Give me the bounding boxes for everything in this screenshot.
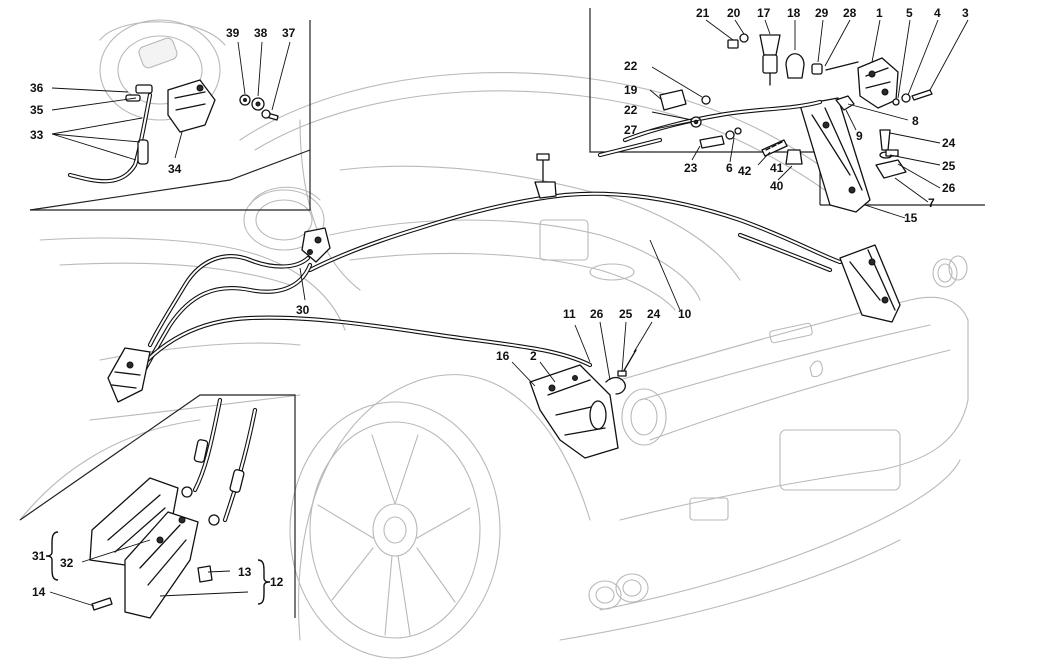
callout-12: 12 xyxy=(270,575,284,589)
callout-26-a: 26 xyxy=(942,181,956,195)
callout-leaders xyxy=(49,19,969,607)
callout-39: 39 xyxy=(226,26,240,40)
callout-3: 3 xyxy=(962,6,969,20)
callout-27: 27 xyxy=(624,123,638,137)
cable-clip-assembly xyxy=(534,153,557,199)
callout-34: 34 xyxy=(168,162,182,176)
callout-labels: 1 2 3 4 5 6 7 8 9 10 11 12 13 14 15 16 1… xyxy=(30,6,969,599)
callout-17: 17 xyxy=(757,6,771,20)
callout-20: 20 xyxy=(727,6,741,20)
callout-14: 14 xyxy=(32,585,46,599)
callout-25-a: 25 xyxy=(942,159,956,173)
callout-2: 2 xyxy=(530,349,537,363)
inset-release-levers xyxy=(19,394,296,619)
callout-13: 13 xyxy=(238,565,252,579)
callout-22-b: 22 xyxy=(624,103,638,117)
callout-31: 31 xyxy=(32,549,46,563)
callout-33: 33 xyxy=(30,128,44,142)
rear-latch-bracket xyxy=(839,244,901,323)
callout-37: 37 xyxy=(282,26,296,40)
callout-18: 18 xyxy=(787,6,801,20)
callout-32: 32 xyxy=(60,556,74,570)
callout-24-a: 24 xyxy=(942,136,956,150)
callout-8: 8 xyxy=(912,114,919,128)
callout-16: 16 xyxy=(496,349,510,363)
callout-29: 29 xyxy=(815,6,829,20)
inset-fuel-door-release xyxy=(29,19,311,211)
callout-9: 9 xyxy=(856,129,863,143)
callout-22-a: 22 xyxy=(624,59,638,73)
fuel-flap-latch xyxy=(301,227,331,263)
inset-rear-lid-latch xyxy=(589,8,985,213)
callout-25-b: 25 xyxy=(619,307,633,321)
callout-36: 36 xyxy=(30,81,44,95)
callout-26-b: 26 xyxy=(590,307,604,321)
lower-latch-assembly xyxy=(529,349,637,459)
callout-6: 6 xyxy=(726,161,733,175)
callout-19: 19 xyxy=(624,83,638,97)
callout-38: 38 xyxy=(254,26,268,40)
callout-30: 30 xyxy=(296,303,310,317)
callout-4: 4 xyxy=(934,6,941,20)
release-handle-upper xyxy=(107,347,151,403)
callout-42: 42 xyxy=(738,164,752,178)
callout-23: 23 xyxy=(684,161,698,175)
callout-braces xyxy=(45,531,271,605)
callout-11: 11 xyxy=(563,307,576,321)
callout-35: 35 xyxy=(30,103,44,117)
callout-7: 7 xyxy=(928,196,935,210)
car-body-outline xyxy=(19,72,969,659)
callout-21: 21 xyxy=(696,6,710,20)
callout-5: 5 xyxy=(906,6,913,20)
callout-28: 28 xyxy=(843,6,857,20)
callout-41: 41 xyxy=(770,161,784,175)
callout-10: 10 xyxy=(678,307,692,321)
callout-24-b: 24 xyxy=(647,307,661,321)
callout-40: 40 xyxy=(770,179,784,193)
release-cables xyxy=(127,191,843,383)
callout-1: 1 xyxy=(876,6,883,20)
callout-15: 15 xyxy=(904,211,918,225)
